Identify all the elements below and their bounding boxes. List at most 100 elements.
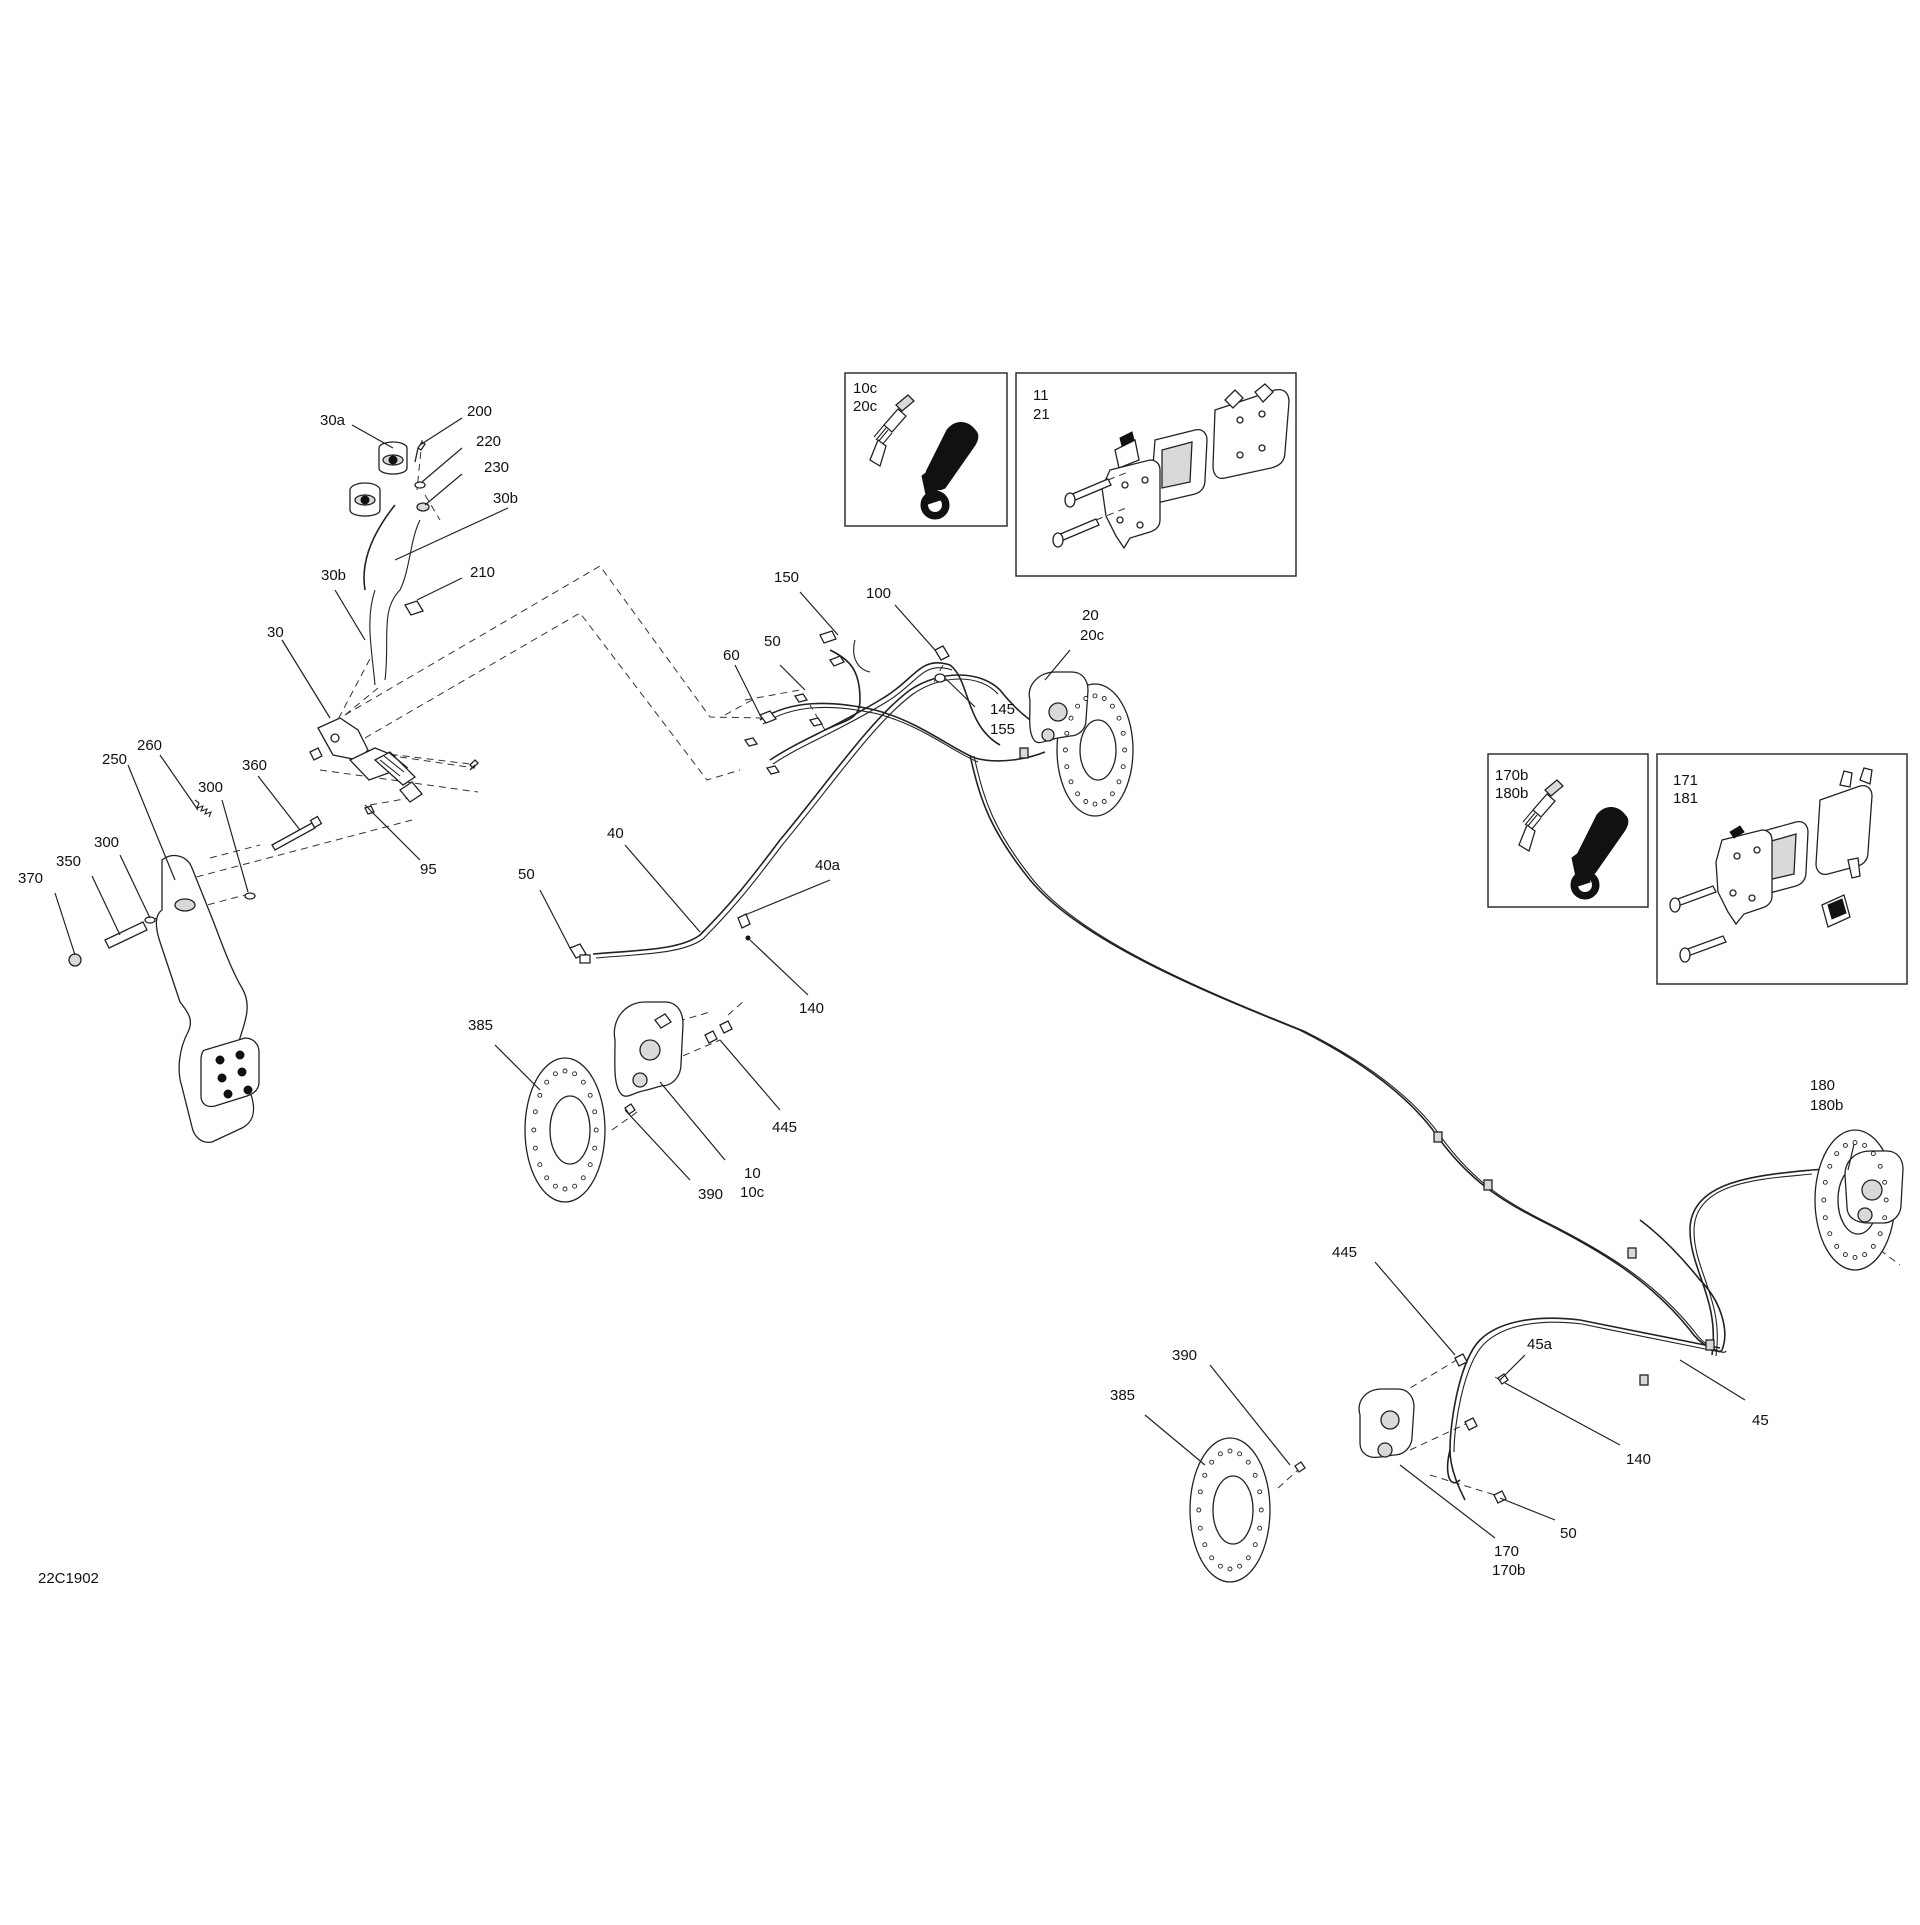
rear-caliper-bolts — [1294, 1353, 1509, 1504]
rotor-hole — [1109, 703, 1115, 709]
assembly-guide-lines — [149, 439, 1901, 1496]
callout: 30a — [320, 412, 346, 429]
rotor-hole — [1842, 1252, 1848, 1258]
bleeder-screw-icon — [1518, 779, 1564, 852]
brake-pad-icon — [1150, 428, 1208, 504]
inset-label-line2: 180b — [1495, 785, 1528, 802]
rotor-hole — [580, 1079, 586, 1085]
pedal-pivot-bolt — [271, 815, 323, 851]
callout: 30b — [493, 490, 518, 507]
rotor-hole — [1834, 1151, 1840, 1157]
rotor-hole — [1062, 747, 1068, 753]
rotor-hole — [1075, 703, 1081, 709]
rotor-hole — [1877, 1163, 1883, 1169]
rotor-hole — [1252, 1542, 1258, 1548]
rotor-hole — [1068, 779, 1074, 785]
rotor-hole — [544, 1079, 550, 1085]
rotor-holes — [1062, 693, 1128, 807]
bleeder-cap-icon — [1570, 807, 1629, 900]
rotor-hole — [1834, 1243, 1840, 1249]
callout: 230 — [484, 459, 509, 476]
rotor-hole — [1227, 1566, 1233, 1572]
callout: 210 — [470, 564, 495, 581]
inset-brake-pads-front — [1052, 383, 1290, 550]
rotor-holes — [1821, 1140, 1889, 1260]
rotor-hole — [1209, 1459, 1215, 1465]
rotor-hole — [592, 1109, 598, 1115]
brake-pad-icon — [1815, 767, 1873, 879]
callout: 20c — [1080, 627, 1105, 644]
callout: 390 — [1172, 1347, 1197, 1364]
caliper-front-right — [1028, 671, 1089, 744]
inset-label-line1: 10c — [853, 380, 878, 397]
inset-label-line1: 170b — [1495, 767, 1528, 784]
rotor-hole — [1083, 696, 1089, 701]
rotor-hole — [1068, 715, 1074, 721]
callout: 95 — [420, 861, 437, 878]
pad-backing-plate-icon — [1101, 459, 1161, 550]
brake-line-bracket — [737, 913, 751, 941]
rotor-hole — [1196, 1507, 1202, 1513]
brake-rotor-rear-left — [1189, 1437, 1271, 1583]
callout: 170 — [1494, 1543, 1519, 1560]
brake-rotor-front-left — [524, 1057, 606, 1203]
bleeder-screw-icon — [869, 394, 915, 467]
callout: 20 — [1082, 607, 1099, 624]
rotor-hole — [1877, 1231, 1883, 1237]
caliper-rear-right — [1844, 1150, 1904, 1224]
pad-pin-icon — [1669, 885, 1727, 963]
rotor-hole — [1821, 1197, 1827, 1203]
rotor-hole — [544, 1175, 550, 1181]
caliper-rear-left — [1358, 1388, 1415, 1459]
rotor-hole — [587, 1162, 593, 1168]
junction-block — [743, 693, 824, 775]
rotor-hole — [1217, 1451, 1223, 1457]
rotor-hole — [572, 1183, 578, 1189]
cotter-pin — [469, 764, 476, 771]
callout: 140 — [799, 1000, 824, 1017]
rotor-hole — [1822, 1179, 1828, 1185]
rotor-hole — [1862, 1142, 1868, 1148]
leader-lines — [54, 417, 1856, 1539]
callout: 180b — [1810, 1097, 1843, 1114]
rotor-hole — [552, 1183, 558, 1189]
rotor-holes — [1196, 1448, 1264, 1572]
inset-label-line2: 21 — [1033, 406, 1050, 423]
brake-pad-icon — [1212, 383, 1290, 480]
callout: 40 — [607, 825, 624, 842]
reservoir-upper — [378, 441, 408, 475]
rotor-hole — [1116, 779, 1122, 785]
brake-pedal — [155, 854, 260, 1143]
inset-label-line2: 20c — [853, 398, 878, 415]
callout: 145 — [990, 701, 1015, 718]
callout: 45 — [1752, 1412, 1769, 1429]
inset-brake-pads-rear: 171 181 — [1656, 753, 1908, 985]
brake-light-switch — [819, 630, 845, 667]
rotor-hole — [1092, 693, 1098, 699]
rotor-hole — [1237, 1451, 1243, 1457]
caliper-bleed-fitting — [569, 943, 591, 964]
callout: 50 — [764, 633, 781, 650]
rotor-hole — [1822, 1215, 1828, 1221]
callout: 10 — [744, 1165, 761, 1182]
callout: 30b — [321, 567, 346, 584]
rotor-hole — [1101, 799, 1107, 804]
rotor-hole — [1064, 730, 1070, 736]
inset-label-line2: 181 — [1673, 790, 1698, 807]
rotor-hole — [1862, 1252, 1868, 1258]
rotor-hole — [1197, 1489, 1203, 1495]
callout: 300 — [198, 779, 223, 796]
callout: 390 — [698, 1186, 723, 1203]
washer — [414, 481, 426, 489]
callout: 370 — [18, 870, 43, 887]
rotor-hole — [532, 1109, 538, 1115]
rotor-hole — [537, 1092, 543, 1098]
rotor-hole — [1209, 1555, 1215, 1561]
rotor-hole — [1883, 1197, 1889, 1203]
rotor-hole — [1092, 801, 1098, 807]
master-cylinder — [309, 717, 479, 815]
rotor-hole — [1202, 1542, 1208, 1548]
pedal-nut — [68, 953, 82, 967]
callout: 155 — [990, 721, 1015, 738]
